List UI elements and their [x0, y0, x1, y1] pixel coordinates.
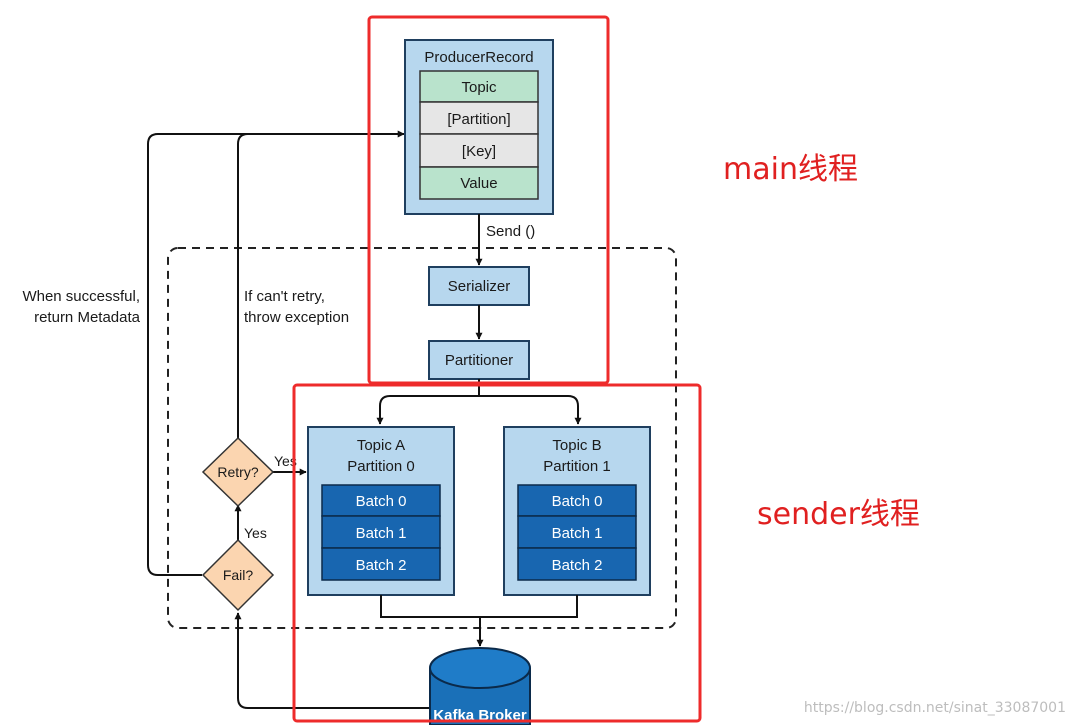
- fail-yes-label: Yes: [244, 525, 267, 541]
- field-key-label: [Key]: [462, 143, 496, 160]
- field-value-label: Value: [460, 175, 497, 192]
- topic-a-batch-2-label: Batch 2: [356, 557, 407, 574]
- field-partition-label: [Partition]: [447, 111, 510, 128]
- kafka-broker-top: [429, 647, 531, 689]
- producer-record-title: ProducerRecord: [424, 49, 533, 66]
- topic-b-batch-1: [517, 515, 637, 549]
- main-thread-highlight: [367, 15, 610, 385]
- success-feedback-line: [147, 130, 405, 576]
- topic-b-line1: Topic B: [552, 437, 601, 454]
- sender-boundary-dashed: [167, 247, 677, 629]
- retry-exception-line: [237, 133, 249, 438]
- topic-b-batch-0-label: Batch 0: [552, 493, 603, 510]
- topic-a-batch-1-label: Batch 1: [356, 525, 407, 542]
- topic-b-batch-2-label: Batch 2: [552, 557, 603, 574]
- topic-a-batch-1: [321, 515, 441, 549]
- topic-a-batch-0-label: Batch 0: [356, 493, 407, 510]
- success-note-line1: When successful,: [22, 288, 140, 305]
- topics-merge-line: [380, 595, 578, 618]
- topic-a-line2: Partition 0: [347, 458, 415, 475]
- retry-note-line2: throw exception: [244, 309, 349, 326]
- branch-to-topic-b: [567, 395, 582, 425]
- watermark-text: https://blog.csdn.net/sinat_33087001: [804, 700, 1066, 716]
- fail-label: Fail?: [223, 567, 254, 583]
- topic-b-line2: Partition 1: [543, 458, 611, 475]
- main-thread-label: main线程: [723, 152, 858, 187]
- retry-diamond: [201, 436, 275, 508]
- success-note-line2: return Metadata: [34, 309, 141, 326]
- field-value: [419, 166, 539, 200]
- field-topic-label: Topic: [461, 79, 497, 96]
- fail-diamond: [201, 538, 275, 612]
- topic-a-batch-0: [321, 484, 441, 517]
- topic-a-batch-2: [321, 547, 441, 581]
- serializer-box: [428, 266, 530, 306]
- partitioner-label: Partitioner: [445, 352, 513, 369]
- sender-thread-label: sender线程: [757, 497, 920, 532]
- retry-note-line1: If can't retry,: [244, 288, 325, 305]
- serializer-label: Serializer: [448, 278, 511, 295]
- topic-b-batch-1-label: Batch 1: [552, 525, 603, 542]
- topic-b-batch-2: [517, 547, 637, 581]
- partitioner-box: [428, 340, 530, 380]
- retry-yes-label: Yes: [274, 453, 297, 469]
- branch-to-topic-a: [376, 395, 391, 425]
- field-topic: [419, 70, 539, 103]
- retry-label: Retry?: [217, 464, 258, 480]
- sender-thread-highlight: [292, 383, 702, 723]
- topic-a-line1: Topic A: [357, 437, 405, 454]
- send-label: Send (): [486, 223, 535, 240]
- broker-to-fail-line: [234, 612, 430, 709]
